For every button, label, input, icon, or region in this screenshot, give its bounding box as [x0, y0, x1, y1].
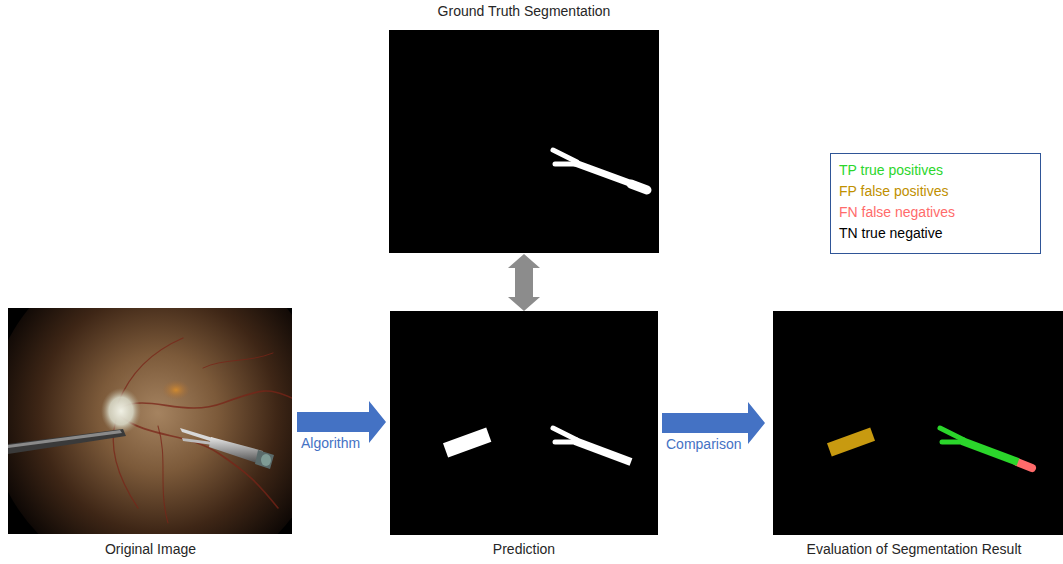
- legend-entry: TP true positives: [839, 160, 1032, 181]
- image-panel: Evaluation of Segmentation Result: [765, 311, 1063, 558]
- edge-label-holder: Algorithm: [300, 434, 361, 452]
- legend-entry: FN false negatives: [839, 202, 1032, 223]
- legend-swatch: FN false negatives: [839, 204, 955, 220]
- prediction-mask: [390, 311, 658, 535]
- legend-entry: FP false positives: [839, 181, 1032, 202]
- legend-text: FP false positives: [839, 183, 948, 199]
- image-panel: Ground Truth Segmentation: [385, 2, 663, 254]
- legend-swatch: TP true positives: [839, 162, 943, 178]
- panel-caption: Prediction: [386, 540, 662, 558]
- image-panel: Prediction: [386, 311, 662, 558]
- image-panel: Original Image: [4, 308, 297, 558]
- ground-truth-mask: [389, 30, 659, 253]
- legend-swatch: TN true negative: [839, 225, 943, 241]
- legend-text: FN false negatives: [839, 204, 955, 220]
- legend-swatch: FP false positives: [839, 183, 948, 199]
- panel-caption: Ground Truth Segmentation: [385, 2, 663, 20]
- edge-label-holder: Comparison: [665, 435, 742, 453]
- block-arrow: [508, 254, 540, 311]
- edge-label: Comparison: [665, 436, 742, 452]
- legend-entry: TN true negative: [839, 223, 1032, 244]
- fundus-photo: [8, 308, 292, 534]
- panel-caption: Original Image: [4, 540, 297, 558]
- edge-label: Algorithm: [300, 435, 361, 451]
- legend-text: TN true negative: [839, 225, 943, 241]
- panel-caption: Evaluation of Segmentation Result: [765, 540, 1063, 558]
- evaluation-mask: [773, 311, 1063, 535]
- legend-text: TP true positives: [839, 162, 943, 178]
- legend-box: TP true positives FP false positives FN fa…: [830, 153, 1041, 254]
